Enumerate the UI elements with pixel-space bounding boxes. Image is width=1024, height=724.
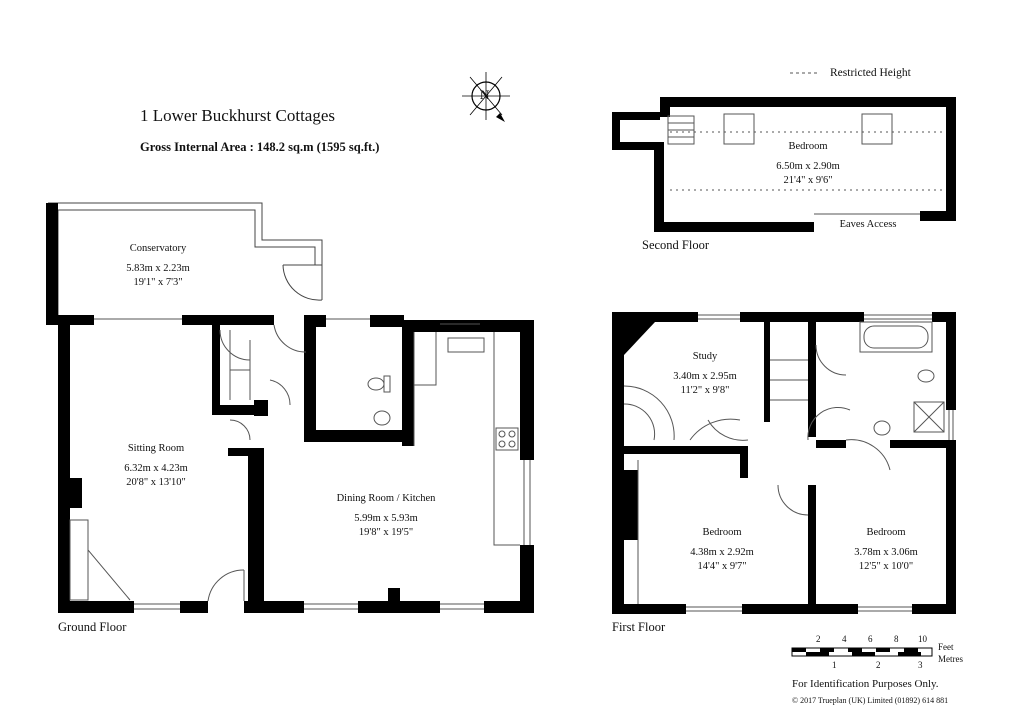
gross-area: Gross Internal Area : 148.2 sq.m (1595 s… — [140, 140, 380, 154]
north-compass-icon — [462, 72, 510, 122]
scale-metre-tick: 3 — [918, 660, 923, 670]
scale-feet-label: Feet — [938, 642, 954, 652]
room-imperial: 19'8" x 19'5" — [358, 527, 414, 538]
scale-metres-label: Metres — [938, 654, 963, 664]
second-floor-plan — [612, 72, 956, 232]
bedroom-2-label: Bedroom 3.78m x 3.06m 12'5" x 10'0" — [836, 526, 936, 574]
room-imperial: 21'4" x 9'6" — [783, 175, 833, 186]
room-imperial: 20'8" x 13'10" — [126, 477, 186, 488]
room-imperial: 12'5" x 10'0" — [858, 561, 914, 572]
eaves-access-label: Eaves Access — [839, 219, 897, 230]
room-imperial: 11'2" x 9'8" — [680, 385, 730, 396]
room-metric: 6.32m x 4.23m — [124, 463, 188, 474]
restricted-height-label: Restricted Height — [830, 67, 911, 79]
scale-bar — [791, 647, 933, 657]
room-name: Study — [692, 351, 718, 362]
second-floor-label: Second Floor — [642, 238, 710, 252]
ground-floor-label: Ground Floor — [58, 620, 127, 634]
room-metric: 3.78m x 3.06m — [854, 547, 918, 558]
scale-feet-tick: 8 — [894, 634, 899, 644]
scale-feet-tick: 2 — [816, 634, 821, 644]
first-floor-plan — [612, 312, 956, 614]
copyright-text: © 2017 Trueplan (UK) Limited (01892) 614… — [792, 696, 949, 705]
room-metric: 5.99m x 5.93m — [354, 513, 418, 524]
north-letter: N — [480, 87, 490, 102]
scale-feet-tick: 10 — [918, 634, 927, 644]
dining-room-label: Dining Room / Kitchen 5.99m x 5.93m 19'8… — [316, 492, 456, 540]
room-name: Bedroom — [702, 527, 742, 538]
conservatory-label: Conservatory 5.83m x 2.23m 19'1" x 7'3" — [108, 242, 208, 290]
bedroom-1-label: Bedroom 4.38m x 2.92m 14'4" x 9'7" — [672, 526, 772, 574]
room-metric: 3.40m x 2.95m — [673, 371, 737, 382]
room-name: Conservatory — [129, 243, 187, 254]
room-name: Sitting Room — [127, 443, 185, 454]
room-name: Bedroom — [788, 141, 828, 152]
first-floor-label: First Floor — [612, 620, 666, 634]
identification-note: For Identification Purposes Only. — [792, 678, 939, 690]
room-name: Bedroom — [866, 527, 906, 538]
room-name: Dining Room / Kitchen — [336, 493, 436, 504]
room-metric: 4.38m x 2.92m — [690, 547, 754, 558]
second-bedroom-label: Bedroom 6.50m x 2.90m 21'4" x 9'6" — [748, 140, 868, 188]
scale-feet-tick: 6 — [868, 634, 873, 644]
ground-floor-plan — [46, 202, 534, 613]
sitting-room-label: Sitting Room 6.32m x 4.23m 20'8" x 13'10… — [96, 442, 216, 490]
room-imperial: 14'4" x 9'7" — [697, 561, 747, 572]
plan-title: 1 Lower Buckhurst Cottages — [140, 106, 335, 125]
scale-metre-tick: 2 — [876, 660, 881, 670]
room-metric: 5.83m x 2.23m — [126, 263, 190, 274]
scale-feet-tick: 4 — [842, 634, 847, 644]
room-imperial: 19'1" x 7'3" — [133, 277, 183, 288]
study-label: Study 3.40m x 2.95m 11'2" x 9'8" — [660, 350, 750, 398]
scale-metre-tick: 1 — [832, 660, 837, 670]
room-metric: 6.50m x 2.90m — [776, 161, 840, 172]
